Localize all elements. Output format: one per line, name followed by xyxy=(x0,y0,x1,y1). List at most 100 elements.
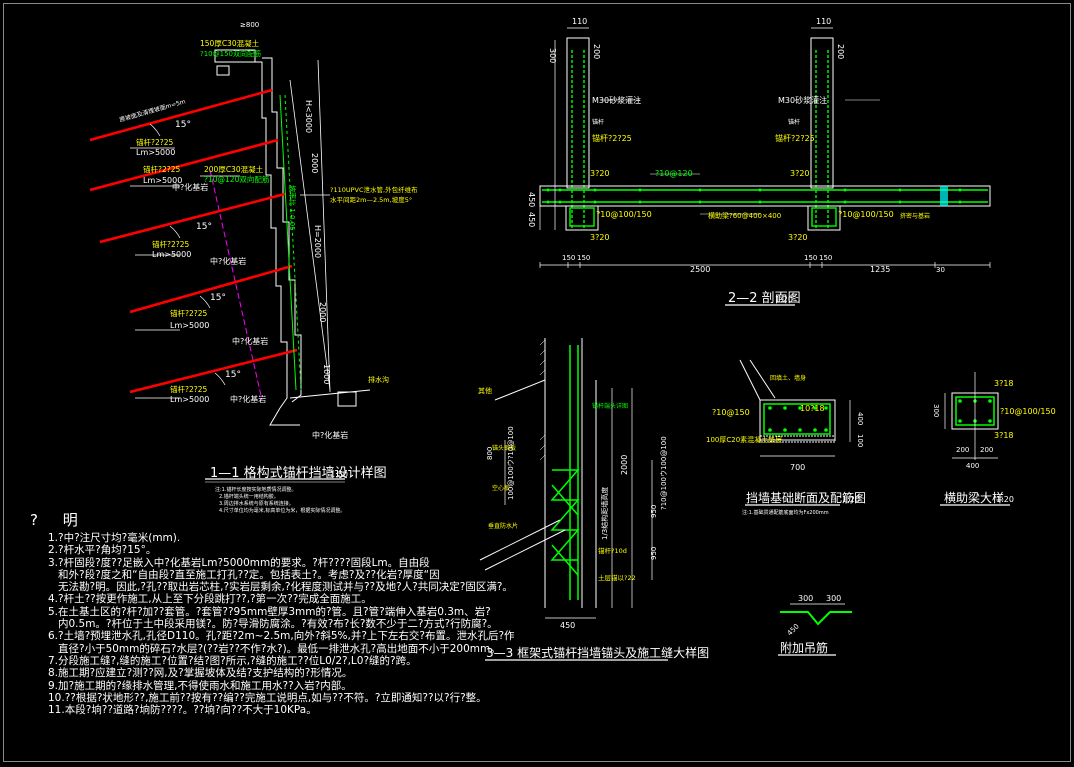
footing-left xyxy=(565,205,599,231)
s1-rock-label: 中?化基岩 xyxy=(312,430,348,440)
s4-note: 注:1.基础贯通配筋底面均为Fx200mm xyxy=(742,509,829,516)
s6-title: 附加吊筋 xyxy=(780,640,828,655)
s2-label: 3?20 xyxy=(590,169,610,178)
s5-dim: 400 xyxy=(966,462,979,470)
s2-left-dim: 300 xyxy=(548,48,557,63)
rock-boundary xyxy=(209,169,263,401)
s2-label: 3?20 xyxy=(590,233,610,242)
notes-line: 无法勘?明。因此,?孔??取出岩芯柱,?实岩层剩余,?化程度测试并与??及地?人… xyxy=(58,581,513,594)
angle-arcs xyxy=(149,123,226,386)
rebar-3 xyxy=(550,345,580,600)
s1-anchor-len: Lm>5000 xyxy=(170,395,209,404)
s3-dim: 450 xyxy=(560,621,575,630)
s6-dim: 300 xyxy=(826,594,841,603)
s1-dim-v: H=2000 xyxy=(313,225,322,258)
anchor-rod xyxy=(129,348,298,394)
s1-anchor-bar: 锚杆?2?25 xyxy=(143,164,181,174)
s1-anchor-bar: 锚杆?2?25 xyxy=(152,239,190,249)
s1-note: 2.锚杆端头统一用结构胶。 xyxy=(219,493,279,500)
column-rebar xyxy=(571,50,829,230)
s4-label: ?10@150 xyxy=(712,408,750,417)
s1-anchor-angle: 15° xyxy=(210,293,226,303)
footing-wall xyxy=(739,359,836,441)
s5-title: 横助梁大样 xyxy=(944,490,1004,505)
s3-dim: 100@100ウ?10@100 xyxy=(507,426,515,500)
s2-bottom-dim: 1235 xyxy=(870,265,890,274)
notes-line: 和外?段?度之和“自由段?直至施工打孔??定。包括表土?。考虑?及??化岩?厚度… xyxy=(58,568,440,581)
notes-line: 4.?杆土??按更作施工,从上至下分段跳打??,?第一次??完成全面施工。 xyxy=(48,593,372,606)
s2-label: 锚杆?2?25 xyxy=(592,133,632,143)
s1-rock-label: 中?化基岩 xyxy=(210,256,246,266)
dim-lines-4 xyxy=(760,400,851,457)
s1-anchor-bar: 锚杆?2?25 xyxy=(170,308,208,318)
s3-label: 垂直防水片 xyxy=(488,522,518,530)
s5-label: 3?18 xyxy=(994,431,1014,440)
s1-pvc: ?110UPVC泄水管,外包纤维布 xyxy=(330,185,418,194)
s3-label: 其他 xyxy=(478,386,492,395)
s1-note: 4.尺寸单位均为毫米,标高单位为米，根据实际情况调整。 xyxy=(219,507,345,514)
notes-line: 11.本段?垧??道路?垧防????。??垧?向??不大于10KPa。 xyxy=(48,704,317,717)
notes-line: 内0.5m。?杆位于土中段采用镁?。防?导滑防腐涂。?有效?布?长?数不少于二?… xyxy=(58,618,498,631)
section-3-3 xyxy=(479,338,668,661)
hanger-bar xyxy=(778,603,852,656)
dim-line-vertical xyxy=(317,59,331,393)
s2-label: 锚杆 xyxy=(592,118,604,126)
hanger-shape xyxy=(780,611,852,626)
top-drain xyxy=(216,65,230,76)
dim-lines-5 xyxy=(944,372,998,460)
s1-dim-v: 1000 xyxy=(322,364,331,384)
dim-lines-2 xyxy=(539,27,991,268)
s4-label: 回填土、墙身 xyxy=(770,374,806,382)
anchor-rod xyxy=(129,264,293,314)
s6-dim: 450 xyxy=(786,622,801,637)
s2-bottom-dim: 150 xyxy=(804,254,817,262)
footing-right xyxy=(807,205,841,231)
drawing-frame xyxy=(3,3,1071,762)
s4-title: 挡墙基础断面及配筋图 xyxy=(746,490,866,505)
s1-title: 1—1 格构式锚杆挡墙设计样图 xyxy=(210,465,387,481)
footing xyxy=(269,407,300,426)
notes-line: 5.在土基土区的?杆?加??套管。?套管??95mm壁厚3mm的?管。且?管?端… xyxy=(48,605,491,618)
s5-dim: 200 xyxy=(956,446,969,454)
s1-anchor-len: Lm>5000 xyxy=(143,176,182,185)
s4-scale: 1:20 xyxy=(842,495,860,504)
s1-rock-label: 中?化基岩 xyxy=(230,394,266,404)
s2-bottom-dim: 150 xyxy=(819,254,832,262)
footing-rebar-box xyxy=(763,403,831,435)
s5-scale: 1:20 xyxy=(996,495,1014,504)
s2-side-dim: 200 xyxy=(836,44,845,59)
s2-label: 横助梁?60@400×400 xyxy=(708,211,781,220)
s1-anchor-len: Lm>5000 xyxy=(170,321,209,330)
s5-dim: 200 xyxy=(980,446,993,454)
beam-slab xyxy=(539,185,991,207)
s2-bottom-dim: 30 xyxy=(936,266,945,274)
s5-label: 3?18 xyxy=(994,379,1014,388)
anchor-rod xyxy=(89,138,279,192)
s2-label: ?10@100/150 xyxy=(596,210,652,219)
leaders xyxy=(130,147,330,399)
wall-rebar xyxy=(279,94,302,391)
s2-label-right: 锚杆 xyxy=(788,118,800,126)
s1-dim-v: H<3000 xyxy=(304,100,313,133)
column-right xyxy=(810,37,834,189)
cross-beam-detail xyxy=(940,372,1010,506)
s2-label-right: M30砂浆灌注 xyxy=(778,95,827,105)
s1-anchor-len: Lm>5000 xyxy=(152,250,191,259)
bottom-drain xyxy=(337,391,357,407)
s2-label: 挤密与基岩 xyxy=(900,212,930,220)
s1-rock-label: 中?化基岩 xyxy=(232,336,268,346)
s1-anchor-angle: 15° xyxy=(225,370,241,380)
anchor-3 xyxy=(479,379,566,571)
s2-left-dim: 450 xyxy=(527,192,536,207)
s1-scale: 1:50 xyxy=(330,470,348,479)
s1-note: 3.周边排水系统与原有系统连接。 xyxy=(219,500,294,507)
s3-dim: 800 xyxy=(486,447,494,460)
top-cap xyxy=(214,49,256,63)
anchor-rod xyxy=(89,88,273,142)
notes-line: 直径?小于50mm的碎石?水层?(??岩??不作?水?)。最低一排泄水孔?高出地… xyxy=(58,642,501,655)
notes-line: 9.加?施工期的?缘排水管理,不得使雨水和施工用水??入岩?内部。 xyxy=(48,679,352,692)
s1-note: 注:1.锚杆长度按实际地质情况调整。 xyxy=(215,486,296,493)
s1-rock-label: 中?化基岩 xyxy=(172,182,208,192)
s2-label: 3?20 xyxy=(788,233,808,242)
s1-top-dim: ?10@150双向配筋 xyxy=(200,49,261,58)
